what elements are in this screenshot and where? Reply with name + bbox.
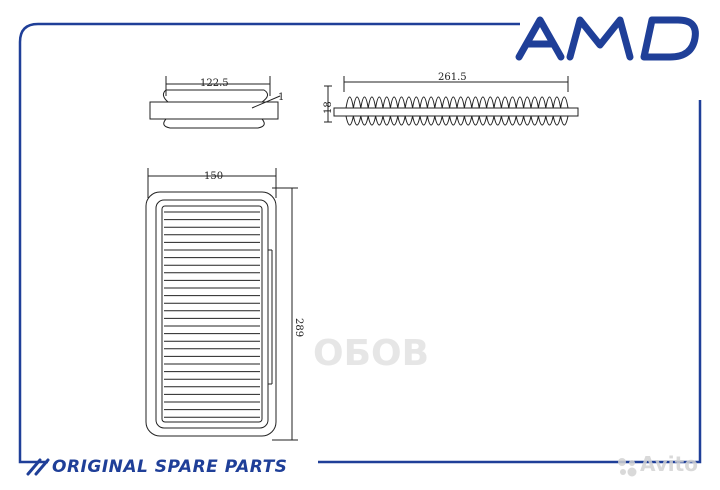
side-view xyxy=(324,76,579,126)
top-view-width-label: 122.5 xyxy=(200,78,229,89)
blue-frame xyxy=(18,22,702,464)
avito-watermark: Avito xyxy=(640,452,698,476)
amd-logo xyxy=(515,16,699,61)
footer-tagline: ORIGINAL SPARE PARTS xyxy=(52,457,288,477)
watermark-text: ОБОВ xyxy=(313,333,430,374)
top-view-callout-label: 1 xyxy=(278,92,284,103)
side-view-pleats xyxy=(345,96,569,126)
front-view-width-label: 150 xyxy=(204,171,223,182)
footer-accent xyxy=(26,458,50,476)
side-view-height-label: 18 xyxy=(323,101,334,114)
side-view-length-label: 261.5 xyxy=(438,72,467,83)
front-view-pleat-lines xyxy=(164,211,260,418)
front-view xyxy=(145,168,298,441)
front-view-height-label: 289 xyxy=(293,318,304,337)
top-view xyxy=(149,76,281,129)
avito-dots-icon xyxy=(618,458,637,477)
